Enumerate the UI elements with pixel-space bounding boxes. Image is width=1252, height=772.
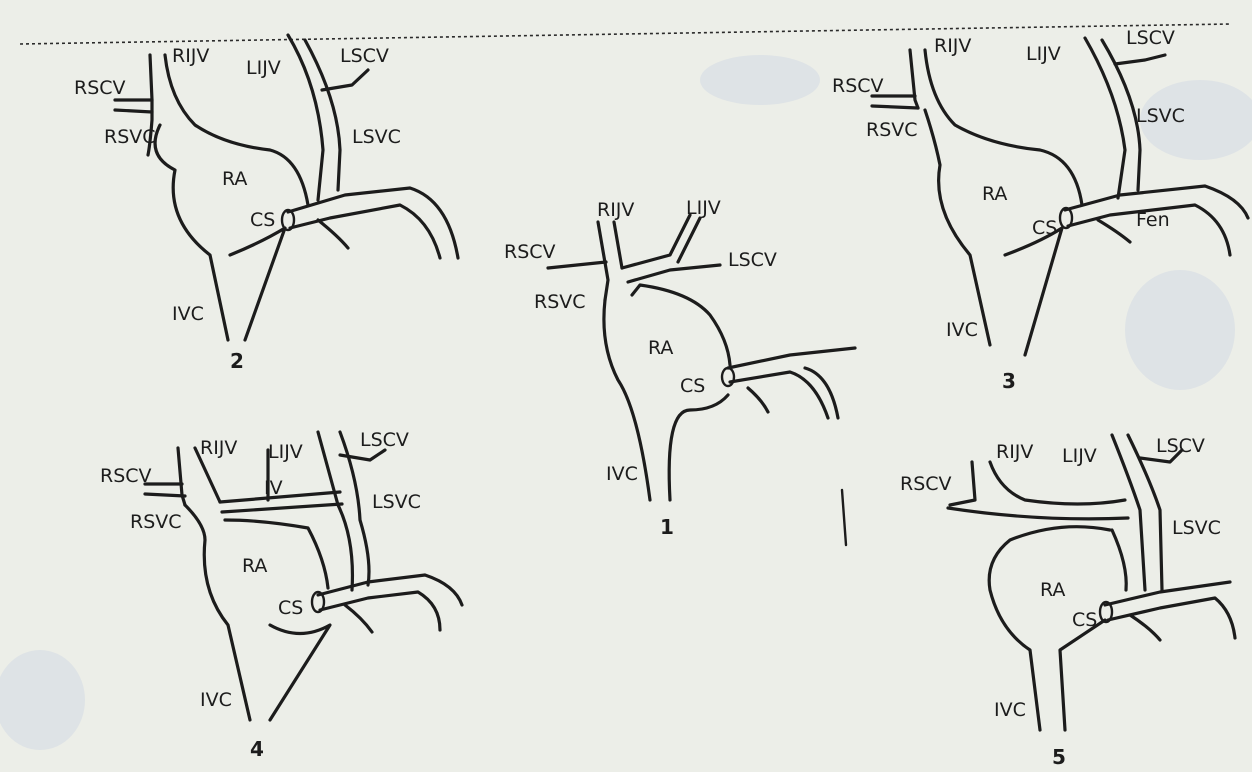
rscv-vessel — [115, 110, 152, 112]
rscv-vessel — [145, 494, 185, 496]
label-lsvc: LSVC — [372, 491, 421, 513]
label-rscv: RSCV — [74, 77, 126, 99]
label-rijv: RIJV — [200, 437, 237, 459]
diagram-number: 2 — [230, 349, 244, 373]
label-rsvc: RSVC — [104, 126, 156, 148]
label-rsvc: RSVC — [130, 511, 182, 533]
label-lijv: LIJV — [246, 57, 281, 79]
rscv-vessel — [872, 106, 918, 108]
label-lscv: LSCV — [360, 429, 409, 451]
label-ivc: IVC — [994, 699, 1026, 721]
label-ra: RA — [222, 168, 247, 190]
label-rsvc: RSVC — [534, 291, 586, 313]
label-iv: IV — [264, 477, 283, 499]
label-cs: CS — [278, 597, 303, 619]
label-lscv: LSCV — [1156, 435, 1205, 457]
label-ra: RA — [1040, 579, 1065, 601]
label-rscv: RSCV — [832, 75, 884, 97]
label-lijv: LIJV — [1062, 445, 1097, 467]
label-cs: CS — [1032, 217, 1057, 239]
label-rijv: RIJV — [172, 45, 209, 67]
scan-smudge — [1125, 270, 1235, 390]
label-ivc: IVC — [606, 463, 638, 485]
label-lsvc: LSVC — [352, 126, 401, 148]
diagram-number: 1 — [660, 515, 674, 539]
label-cs: CS — [680, 375, 705, 397]
label-ivc: IVC — [946, 319, 978, 341]
label-cs: CS — [250, 209, 275, 231]
label-lscv: LSCV — [728, 249, 777, 271]
label-lscv: LSCV — [1126, 27, 1175, 49]
label-rijv: RIJV — [934, 35, 971, 57]
label-rijv: RIJV — [597, 199, 634, 221]
diagram-number: 5 — [1052, 745, 1066, 769]
label-rscv: RSCV — [100, 465, 152, 487]
label-lijv: LIJV — [1026, 43, 1061, 65]
label-fen: Fen — [1136, 209, 1170, 231]
label-ra: RA — [648, 337, 673, 359]
label-lijv: LIJV — [686, 197, 721, 219]
label-lsvc: LSVC — [1172, 517, 1221, 539]
label-ra: RA — [982, 183, 1007, 205]
label-ivc: IVC — [172, 303, 204, 325]
label-lsvc: LSVC — [1136, 105, 1185, 127]
label-rsvc: RSVC — [866, 119, 918, 141]
label-lscv: LSCV — [340, 45, 389, 67]
label-lijv: LIJV — [268, 441, 303, 463]
label-rscv: RSCV — [504, 241, 556, 263]
label-rscv: RSCV — [900, 473, 952, 495]
diagram-number: 4 — [250, 737, 264, 761]
label-ra: RA — [242, 555, 267, 577]
label-rijv: RIJV — [996, 441, 1033, 463]
diagram-number: 3 — [1002, 369, 1016, 393]
label-cs: CS — [1072, 609, 1097, 631]
label-ivc: IVC — [200, 689, 232, 711]
scan-smudge — [700, 55, 820, 105]
